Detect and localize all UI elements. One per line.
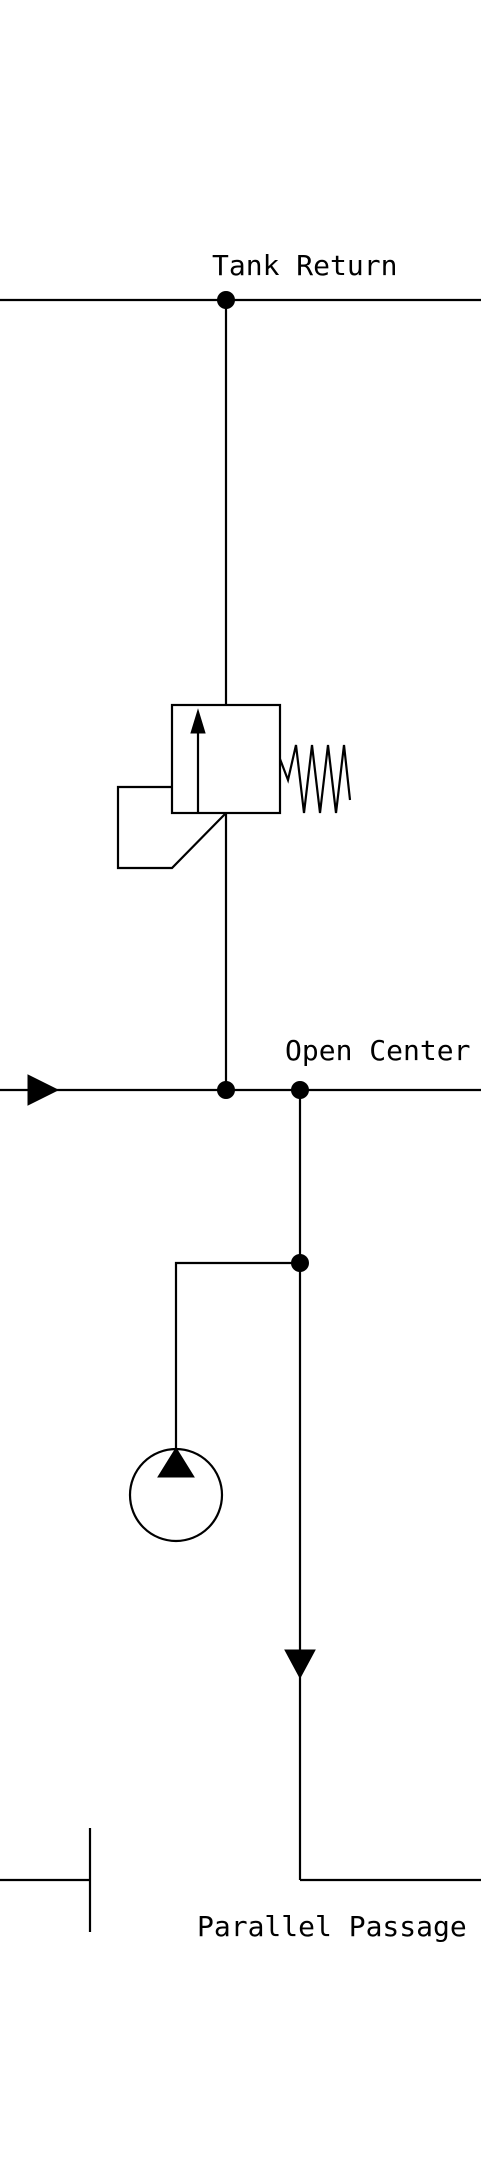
flow-direction-arrow-icon [27,1074,60,1106]
downward-flow-arrow-icon [284,1649,316,1680]
tank-return-label: Tank Return [212,249,397,282]
open-center-junction-valve [217,1081,235,1099]
parallel-passage-label: Parallel Passage [197,1910,467,1943]
relief-valve-arrow-icon [190,708,206,734]
open-center-label: Open Center [285,1034,470,1067]
relief-valve-body [170,703,282,815]
relief-valve-pilot-line [116,785,227,870]
pump-discharge-line [174,1261,300,1460]
relief-valve-spring-icon [278,744,352,814]
pump-arrow-icon [157,1447,195,1478]
